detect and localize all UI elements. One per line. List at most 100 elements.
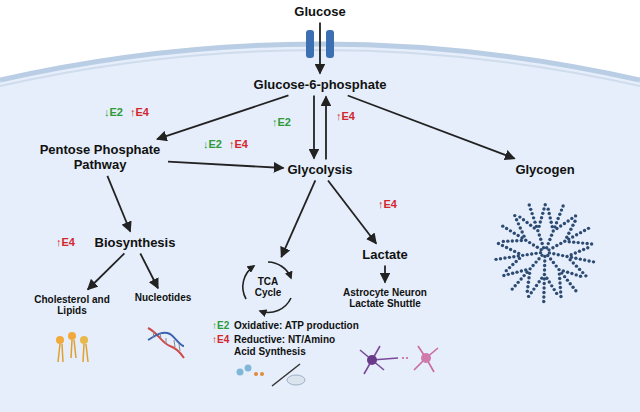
glucose-unit — [525, 221, 528, 224]
glucose-unit — [574, 251, 577, 254]
glucose-unit — [502, 274, 505, 277]
glucose-unit — [522, 274, 525, 277]
flow-arrow — [328, 180, 376, 243]
dna-icon — [148, 328, 184, 358]
glucose-unit — [515, 270, 518, 273]
glucose-unit — [560, 271, 563, 274]
astrocyte-processes — [360, 346, 398, 374]
glucose-unit — [502, 240, 505, 243]
glucose-unit — [571, 235, 574, 238]
glucose-unit — [553, 225, 556, 228]
glucose-unit — [521, 254, 524, 257]
glucose-unit — [544, 203, 547, 206]
glucose-unit — [513, 250, 516, 253]
pathway-node: Lactate — [362, 248, 408, 263]
glucose-unit — [541, 212, 544, 215]
glycogen-granule — [494, 203, 595, 303]
glucose-unit — [511, 287, 514, 290]
glucose-unit — [503, 256, 506, 259]
glucose-unit — [563, 275, 566, 278]
glucose-unit — [542, 286, 545, 289]
glucose-unit — [529, 208, 532, 211]
pathway-node: Cholesterol and Lipids — [32, 294, 112, 317]
tca-cycle-arrows — [243, 262, 291, 312]
synthesis-icon — [237, 364, 306, 386]
node-text: Glucose — [294, 5, 345, 20]
glucose-unit — [512, 255, 515, 258]
glucose-unit — [519, 226, 522, 229]
glucose-unit — [547, 207, 550, 210]
astrocyte-body — [367, 355, 377, 365]
glucose-unit — [561, 204, 564, 207]
glucose-unit — [518, 215, 521, 218]
glucose-unit — [532, 216, 535, 219]
glucose-unit — [578, 250, 581, 253]
glucose-unit — [559, 295, 562, 298]
pathway-node: Glycolysis — [287, 163, 352, 178]
glucose-unit — [565, 255, 568, 258]
glucose-unit — [579, 275, 582, 278]
glucose-unit — [532, 243, 535, 246]
glucose-unit — [539, 251, 542, 254]
pathway-node: Glucose — [294, 5, 345, 20]
glucose-unit — [506, 239, 509, 242]
glucose-unit — [571, 285, 574, 288]
glucose-unit — [527, 295, 530, 298]
flow-arrow — [88, 253, 125, 289]
molecule-dot — [260, 372, 264, 376]
glucose-unit — [572, 240, 575, 243]
glucose-unit — [572, 261, 575, 264]
glucose-unit — [583, 258, 586, 261]
glucose-unit — [501, 244, 504, 247]
node-text: Glycogen — [515, 163, 574, 178]
glucose-unit — [499, 257, 502, 260]
glucose-unit — [505, 246, 508, 249]
glucose-unit — [549, 216, 552, 219]
flow-arrow — [384, 265, 386, 282]
glucose-unit — [566, 278, 569, 281]
flow-arrow — [348, 95, 515, 158]
glucose-unit — [550, 284, 553, 287]
glucose-unit — [519, 277, 522, 280]
glucose-unit — [576, 241, 579, 244]
glucose-unit — [566, 219, 569, 222]
glucose-unit — [530, 252, 533, 255]
cycle-arc — [243, 266, 254, 299]
glucose-unit — [513, 232, 516, 235]
glucose-unit — [542, 300, 545, 303]
glucose-unit — [586, 246, 589, 249]
node-text: Cholesterol and Lipids — [32, 294, 112, 317]
glucose-unit — [579, 257, 582, 260]
glucose-unit — [552, 261, 555, 264]
regulation-label: ↑E4 — [130, 106, 149, 119]
glucose-unit — [501, 224, 504, 227]
flow-arrow — [157, 95, 288, 139]
glucose-unit — [522, 218, 525, 221]
glucose-unit — [514, 260, 517, 263]
pathway-node: TCA Cycle — [242, 261, 294, 313]
glucose-unit — [527, 281, 530, 284]
glucose-unit — [525, 271, 528, 274]
glucose-unit — [520, 236, 523, 239]
pathway-node: Astrocyte Neuron Lactate Shuttle — [335, 287, 435, 310]
glucose-unit — [573, 220, 576, 223]
glucose-unit — [533, 220, 536, 223]
lipid-icon — [56, 332, 88, 362]
flow-arrow — [313, 95, 315, 158]
glucose-unit — [542, 291, 545, 294]
glucose-unit — [571, 224, 574, 227]
glucose-unit — [574, 214, 577, 217]
glucose-unit — [505, 269, 508, 272]
node-text: TCA Cycle — [250, 276, 286, 299]
glucose-unit — [558, 277, 561, 280]
glucose-unit — [542, 295, 545, 298]
glucose-unit — [587, 227, 590, 230]
cytoplasm — [0, 44, 640, 412]
regulation-label: ↑E4 — [378, 198, 397, 211]
transporter-left — [306, 30, 314, 58]
glucose-unit — [538, 233, 541, 236]
molecule-dot — [245, 365, 252, 372]
glucose-unit — [563, 240, 566, 243]
glucose-unit — [508, 256, 511, 259]
